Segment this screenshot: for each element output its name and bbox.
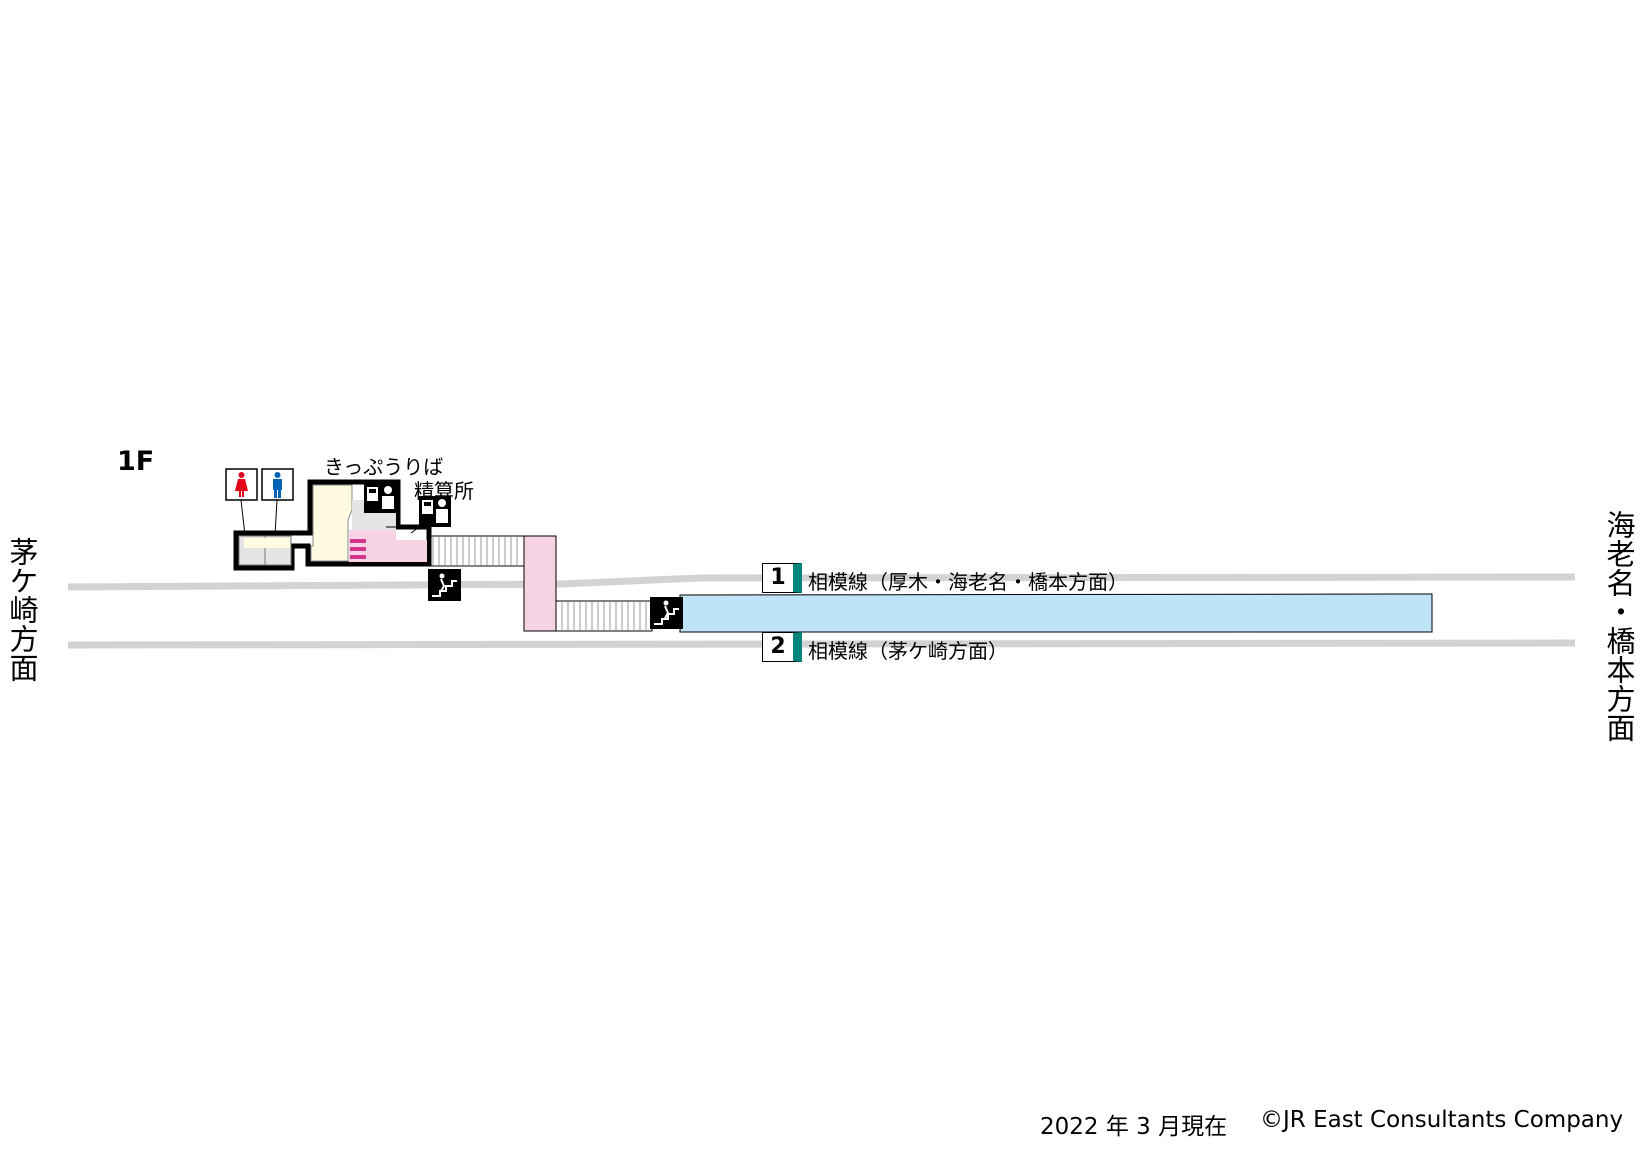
restroom-corridor xyxy=(244,538,290,548)
track-2 xyxy=(67,639,1576,649)
gate-area xyxy=(349,530,427,562)
fare-adjustment-label: 精算所 xyxy=(414,479,474,503)
track-1-label: 相模線（厚木・海老名・橋本方面） xyxy=(808,570,1128,594)
footer-copyright: ©JR East Consultants Company xyxy=(1260,1107,1624,1133)
ticket-office-label: きっぷうりば xyxy=(324,455,444,479)
ticket-office-icon xyxy=(364,483,397,513)
track-1 xyxy=(67,573,1576,591)
ticket-area xyxy=(352,500,396,530)
fare-adjustment-icon xyxy=(419,496,451,527)
footer-date: 2022 年 3 月現在 xyxy=(1040,1114,1228,1140)
overpass-bridge xyxy=(523,535,557,632)
ticket-gates xyxy=(350,539,366,559)
direction-left-label: 茅ケ崎方面 xyxy=(5,537,39,682)
stairs-icon-lower xyxy=(650,597,683,629)
upper-stairs-steps xyxy=(432,537,518,565)
platform-number-1: 1 xyxy=(762,563,802,593)
woman-icon xyxy=(225,468,258,501)
stairs-icon-upper xyxy=(428,569,461,601)
direction-right-label: 海老名・橋本方面 xyxy=(1602,510,1636,742)
concourse xyxy=(310,484,353,562)
platform-number-2: 2 xyxy=(762,632,802,662)
upper-stairs xyxy=(426,535,526,567)
track-2-label: 相模線（茅ケ崎方面） xyxy=(808,639,1008,663)
man-icon xyxy=(261,468,294,501)
lower-stairs-steps xyxy=(561,602,647,630)
floor-label: 1F xyxy=(117,446,155,477)
platform xyxy=(679,593,1433,633)
